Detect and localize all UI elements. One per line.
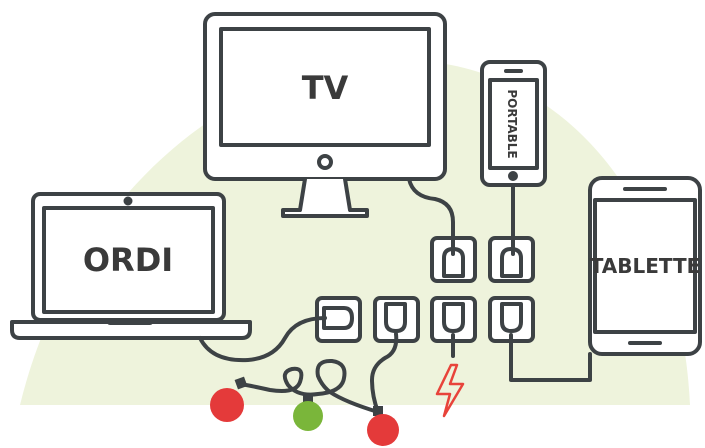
red-bulb	[210, 388, 244, 422]
laptop-label: ORDI	[83, 241, 173, 279]
tv-label: TV	[302, 69, 349, 107]
phone-button-icon	[508, 171, 518, 181]
tv-cable	[407, 177, 455, 256]
phone-screen	[488, 78, 539, 170]
string-lights-cable	[239, 332, 399, 414]
phone-label: PORTABLE	[505, 89, 519, 158]
lightning-bolt-icon	[435, 363, 465, 418]
power-socket-icon	[373, 296, 420, 343]
tablet	[588, 176, 702, 356]
tv-screen	[219, 27, 431, 147]
laptop-screen	[42, 206, 215, 314]
green-bulb	[293, 401, 323, 431]
tablet-label: TABLETTE	[590, 254, 701, 278]
laptop-camera-icon	[123, 196, 133, 206]
tablet-screen	[593, 198, 697, 334]
string-lights-icon	[210, 376, 399, 446]
phone	[480, 60, 547, 187]
tablet-cable	[509, 333, 592, 382]
laptop-base	[10, 320, 252, 340]
power-strip	[315, 236, 535, 343]
laptop	[10, 192, 252, 340]
tv-stand	[281, 177, 369, 218]
tv-power-icon	[317, 154, 333, 170]
power-socket-icon	[488, 296, 535, 343]
red-bulb	[367, 414, 399, 446]
tv	[203, 12, 447, 218]
laptop-cable	[198, 316, 327, 363]
